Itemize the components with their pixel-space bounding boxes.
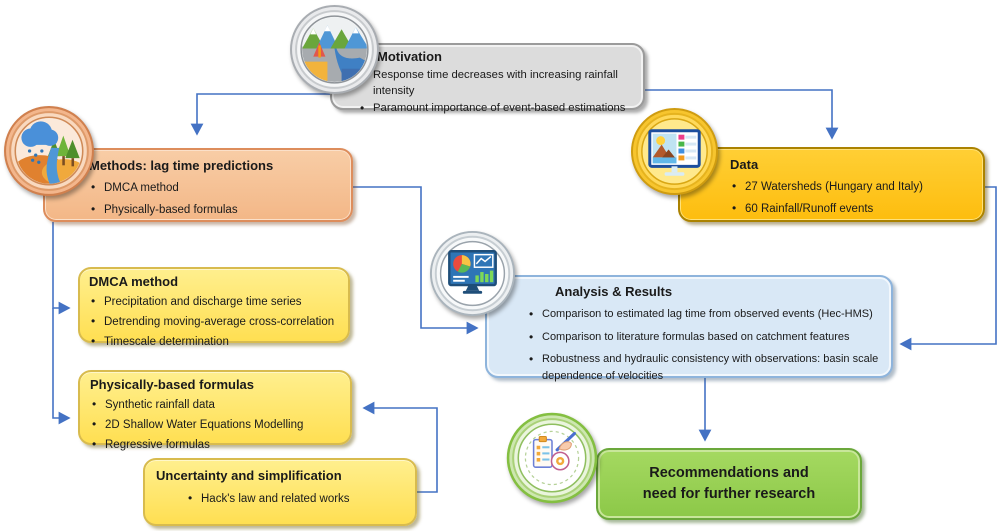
node-recommendations: Recommendations and need for further res… bbox=[596, 448, 862, 520]
monitor-picture-icon bbox=[630, 107, 719, 196]
node-methods-bullets: DMCA methodPhysically-based formulas bbox=[89, 179, 343, 218]
bullet-item: DMCA method bbox=[89, 179, 343, 196]
connector-methods-physical bbox=[52, 308, 71, 425]
node-uncertainty-simplification: Uncertainty and simplification Hack's la… bbox=[143, 458, 417, 526]
clipboard-writing-icon bbox=[506, 412, 598, 504]
node-data: Data 27 Watersheds (Hungary and Italy) 60… bbox=[678, 147, 985, 222]
node-physically-based-formulas: Physically-based formulas Synthetic rain… bbox=[78, 370, 352, 453]
node-data-bullets: 27 Watersheds (Hungary and Italy) 60 Rain… bbox=[730, 178, 975, 217]
bullet-item: 60 Rainfall/Runoff events bbox=[730, 200, 975, 217]
bullet-item: Precipitation and discharge time series bbox=[89, 293, 342, 310]
node-dmca-method: DMCA method Precipitation and discharge … bbox=[78, 267, 350, 350]
node-uncertainty-title: Uncertainty and simplification bbox=[156, 468, 342, 483]
node-recommendations-title-line2: need for further research bbox=[642, 486, 816, 502]
bullet-item: 27 Watersheds (Hungary and Italy) bbox=[730, 178, 975, 195]
node-motivation-title: Motivation bbox=[377, 49, 442, 64]
node-analysis-title: Analysis & Results bbox=[555, 284, 673, 299]
bullet-item: Timescale determination bbox=[89, 333, 342, 350]
watershed-landscape-icon bbox=[289, 4, 380, 95]
bullet-item: Robustness and hydraulic consistency wit… bbox=[527, 350, 887, 384]
rainfall-forest-icon bbox=[3, 105, 95, 197]
bullet-item: Hack's law and related works bbox=[186, 490, 407, 507]
bullet-item: Physically-based formulas bbox=[89, 201, 343, 218]
node-uncertainty-bullets: Hack's law and related works bbox=[186, 490, 407, 507]
bullet-item: Comparison to literature formulas based … bbox=[527, 328, 887, 345]
bullet-item: Comparison to estimated lag time from ob… bbox=[527, 305, 887, 322]
node-dmca-title: DMCA method bbox=[89, 274, 179, 289]
node-physical-title: Physically-based formulas bbox=[90, 377, 255, 392]
bullet-item: Detrending moving-average cross-correlat… bbox=[89, 313, 342, 330]
node-analysis-bullets: Comparison to estimated lag time from ob… bbox=[527, 305, 887, 384]
node-data-title: Data bbox=[730, 157, 759, 172]
node-methods-title: Methods: lag time predictions bbox=[89, 158, 274, 173]
bullet-item: Regressive formulas bbox=[90, 436, 344, 453]
connector-methods-dmca bbox=[52, 222, 71, 315]
bullet-item: Synthetic rainfall data bbox=[90, 396, 344, 413]
monitor-analytics-icon bbox=[429, 230, 516, 317]
node-recommendations-title-line1: Recommendations and bbox=[649, 464, 809, 481]
node-analysis-results: Analysis & Results Comparison to estimat… bbox=[485, 275, 893, 382]
node-motivation-bullets: Response time decreases with increasing … bbox=[358, 67, 635, 117]
node-dmca-bullets: Precipitation and discharge time seriesD… bbox=[89, 293, 342, 350]
bullet-item: 2D Shallow Water Equations Modelling bbox=[90, 416, 344, 433]
bullet-item: Paramount importance of event-based esti… bbox=[358, 100, 635, 117]
node-methods: Methods: lag time predictions DMCA metho… bbox=[43, 148, 353, 222]
connector-motivation-methods bbox=[190, 93, 330, 136]
node-motivation: Motivation Response time decreases with … bbox=[330, 43, 645, 117]
bullet-item: Response time decreases with increasing … bbox=[358, 67, 635, 99]
node-physical-bullets: Synthetic rainfall data 2D Shallow Water … bbox=[90, 396, 344, 453]
